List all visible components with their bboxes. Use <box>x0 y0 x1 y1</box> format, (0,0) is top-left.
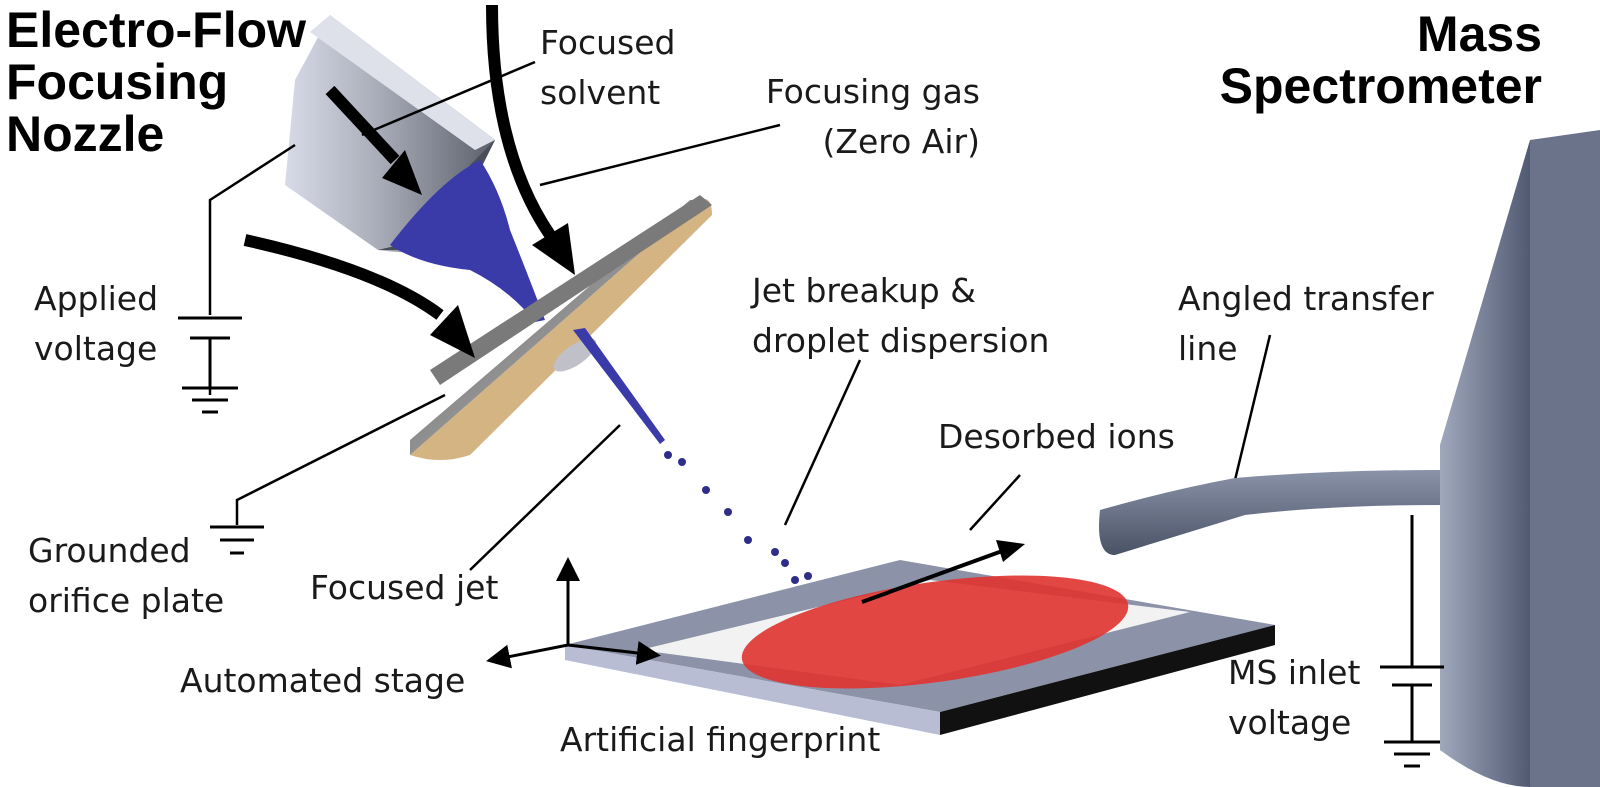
label-ms-inlet-voltage: MS inlet voltage <box>1228 648 1360 748</box>
label-automated-stage: Automated stage <box>180 661 466 700</box>
label-jet-breakup-line-2: droplet dispersion <box>752 321 1050 360</box>
label-angled-transfer-line-1: Angled transfer <box>1178 279 1434 318</box>
gas-flow-arrow-left <box>243 234 475 358</box>
label-grounded-plate-line-1: Grounded <box>28 531 191 570</box>
label-angled-transfer-line-2: line <box>1178 329 1238 368</box>
label-grounded-plate-line-2: orifice plate <box>28 581 225 620</box>
label-focused-jet: Focused jet <box>310 568 499 607</box>
label-desorbed-ions: Desorbed ions <box>938 417 1175 456</box>
label-focused-solvent: Focused solvent <box>540 18 676 118</box>
label-focused-solvent-line-1: Focused <box>540 23 676 62</box>
ms-inlet-voltage-battery-icon <box>1380 515 1444 768</box>
label-ms-inlet-voltage-line-1: MS inlet <box>1228 653 1361 692</box>
plate-ground-icon <box>210 525 264 555</box>
ms-title-line-1: Mass <box>1416 6 1542 62</box>
ms-title-line-2: Spectrometer <box>1219 58 1542 114</box>
label-focusing-gas: Focusing gas (Zero Air) <box>766 67 980 167</box>
leader-lines <box>208 60 1272 682</box>
nozzle-title: Electro-Flow Focusing Nozzle <box>6 4 306 160</box>
solvent-meniscus <box>390 160 545 322</box>
nozzle-title-line-2: Focusing <box>6 54 229 110</box>
label-focusing-gas-line-1: Focusing gas <box>765 72 980 111</box>
label-grounded-plate: Grounded orifice plate <box>28 526 224 626</box>
label-applied-voltage-line-1: Applied <box>34 279 159 318</box>
label-applied-voltage: Applied voltage <box>34 274 158 374</box>
label-applied-voltage-line-2: voltage <box>34 329 158 368</box>
label-artificial-fingerprint: Artificial fingerprint <box>560 720 881 759</box>
mass-spectrometer-body <box>1440 130 1600 787</box>
nozzle-title-line-3: Nozzle <box>6 106 165 162</box>
automated-stage <box>565 560 1275 735</box>
droplets <box>664 451 812 594</box>
label-ms-inlet-voltage-line-2: voltage <box>1228 703 1352 742</box>
stage-axes <box>486 557 661 669</box>
label-jet-breakup: Jet breakup & droplet dispersion <box>752 266 1049 366</box>
nozzle-title-line-1: Electro-Flow <box>6 2 307 58</box>
ms-title: Mass Spectrometer <box>1220 8 1542 112</box>
transfer-line <box>1099 470 1440 555</box>
fingerprint <box>741 575 1129 689</box>
applied-voltage-battery-icon <box>178 316 242 414</box>
gas-flow-arrow-top <box>486 4 575 275</box>
label-jet-breakup-line-1: Jet breakup & <box>752 271 976 310</box>
label-angled-transfer-line: Angled transfer line <box>1178 274 1434 374</box>
desorbed-ions-arrow <box>861 540 1025 604</box>
label-focusing-gas-line-2: (Zero Air) <box>822 122 981 161</box>
focused-jet <box>573 328 665 444</box>
orifice-plate <box>410 195 712 460</box>
label-focused-solvent-line-2: solvent <box>540 73 661 112</box>
solvent-flow-arrow <box>325 85 422 195</box>
